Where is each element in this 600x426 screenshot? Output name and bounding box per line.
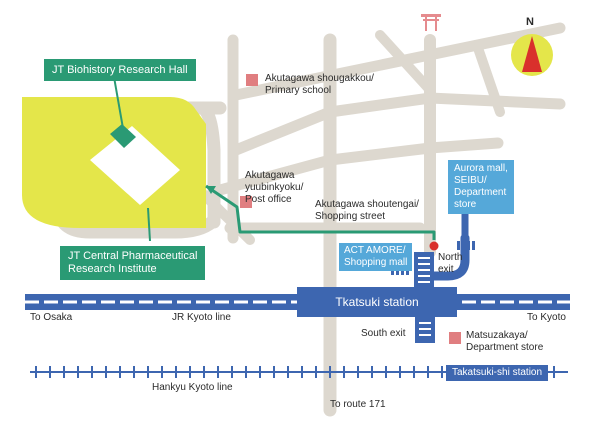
matsuzakaya-marker	[449, 332, 461, 344]
aurora-line-2: SEIBU/	[454, 175, 487, 186]
to-kyoto-label: To Kyoto	[527, 312, 566, 323]
matsuzakaya-label: Matsuzakaya/ Department store	[466, 330, 543, 354]
shopping-street-label: Akutagawa shoutengai/ Shopping street	[315, 199, 419, 223]
to-route-171-label: To route 171	[330, 399, 386, 410]
north-exit-line-1: North	[438, 252, 463, 263]
biohistory-leader-line	[113, 76, 125, 135]
matsuzakaya-line-1: Matsuzakaya/	[466, 330, 528, 341]
aurora-mall-label: Aurora mall, SEIBU/ Department store	[448, 160, 514, 214]
north-exit-dot	[429, 241, 439, 251]
post-office-line-1: Akutagawa	[245, 170, 295, 181]
post-office-line-3: Post office	[245, 194, 292, 205]
to-osaka-label: To Osaka	[30, 312, 73, 323]
jt-central-label: JT Central Pharmaceutical Research Insti…	[60, 246, 206, 280]
jr-kyoto-line-label: JR Kyoto line	[172, 312, 231, 323]
walking-route	[205, 184, 436, 240]
compass-north-label: N	[526, 16, 534, 28]
shopping-street-line-1: Akutagawa shoutengai/	[315, 199, 419, 210]
post-office-marker	[240, 196, 252, 208]
north-exit-label: North exit	[438, 252, 462, 276]
hankyu-kyoto-line-label: Hankyu Kyoto line	[152, 382, 233, 393]
primary-school-marker	[246, 74, 258, 86]
jt-central-line-1: JT Central Pharmaceutical	[68, 250, 198, 262]
matsuzakaya-line-2: Department store	[466, 342, 544, 353]
post-office-line-2: yuubinkyoku/	[245, 182, 304, 193]
act-amore-line-1: ACT AMORE/	[344, 245, 406, 256]
aurora-line-3: Department	[454, 187, 507, 198]
aurora-line-1: Aurora mall,	[454, 163, 508, 174]
south-exit-label: South exit	[361, 328, 406, 339]
primary-school-line-1: Akutagawa shougakkou/	[265, 73, 374, 84]
act-amore-label: ACT AMORE/ Shopping mall	[339, 243, 413, 271]
jt-biohistory-label: JT Biohistory Research Hall	[44, 59, 196, 81]
north-arrow-icon	[522, 36, 542, 72]
stair-steps	[418, 257, 431, 336]
primary-school-label: Akutagawa shougakkou/ Primary school	[265, 73, 374, 97]
north-exit-line-2: exit	[438, 264, 454, 275]
jt-central-line-2: Research Institute	[68, 263, 157, 275]
aurora-line-4: store	[454, 199, 477, 210]
act-amore-line-2: Shopping mall	[344, 257, 408, 268]
jt-central-building	[90, 126, 180, 205]
jr-station-label: Tkatsuki station	[297, 291, 457, 313]
route-arrowhead	[206, 186, 216, 194]
central-leader-line	[147, 207, 151, 242]
jt-biohistory-building	[110, 124, 136, 148]
torii-icon	[421, 14, 441, 31]
shopping-street-line-2: Shopping street	[315, 211, 386, 222]
post-office-label: Akutagawa yuubinkyoku/ Post office	[245, 170, 303, 206]
north-exit-walkway	[428, 233, 470, 281]
hankyu-station-label: Takatsuki-shi station	[446, 365, 549, 381]
primary-school-line-2: Primary school	[265, 85, 332, 96]
